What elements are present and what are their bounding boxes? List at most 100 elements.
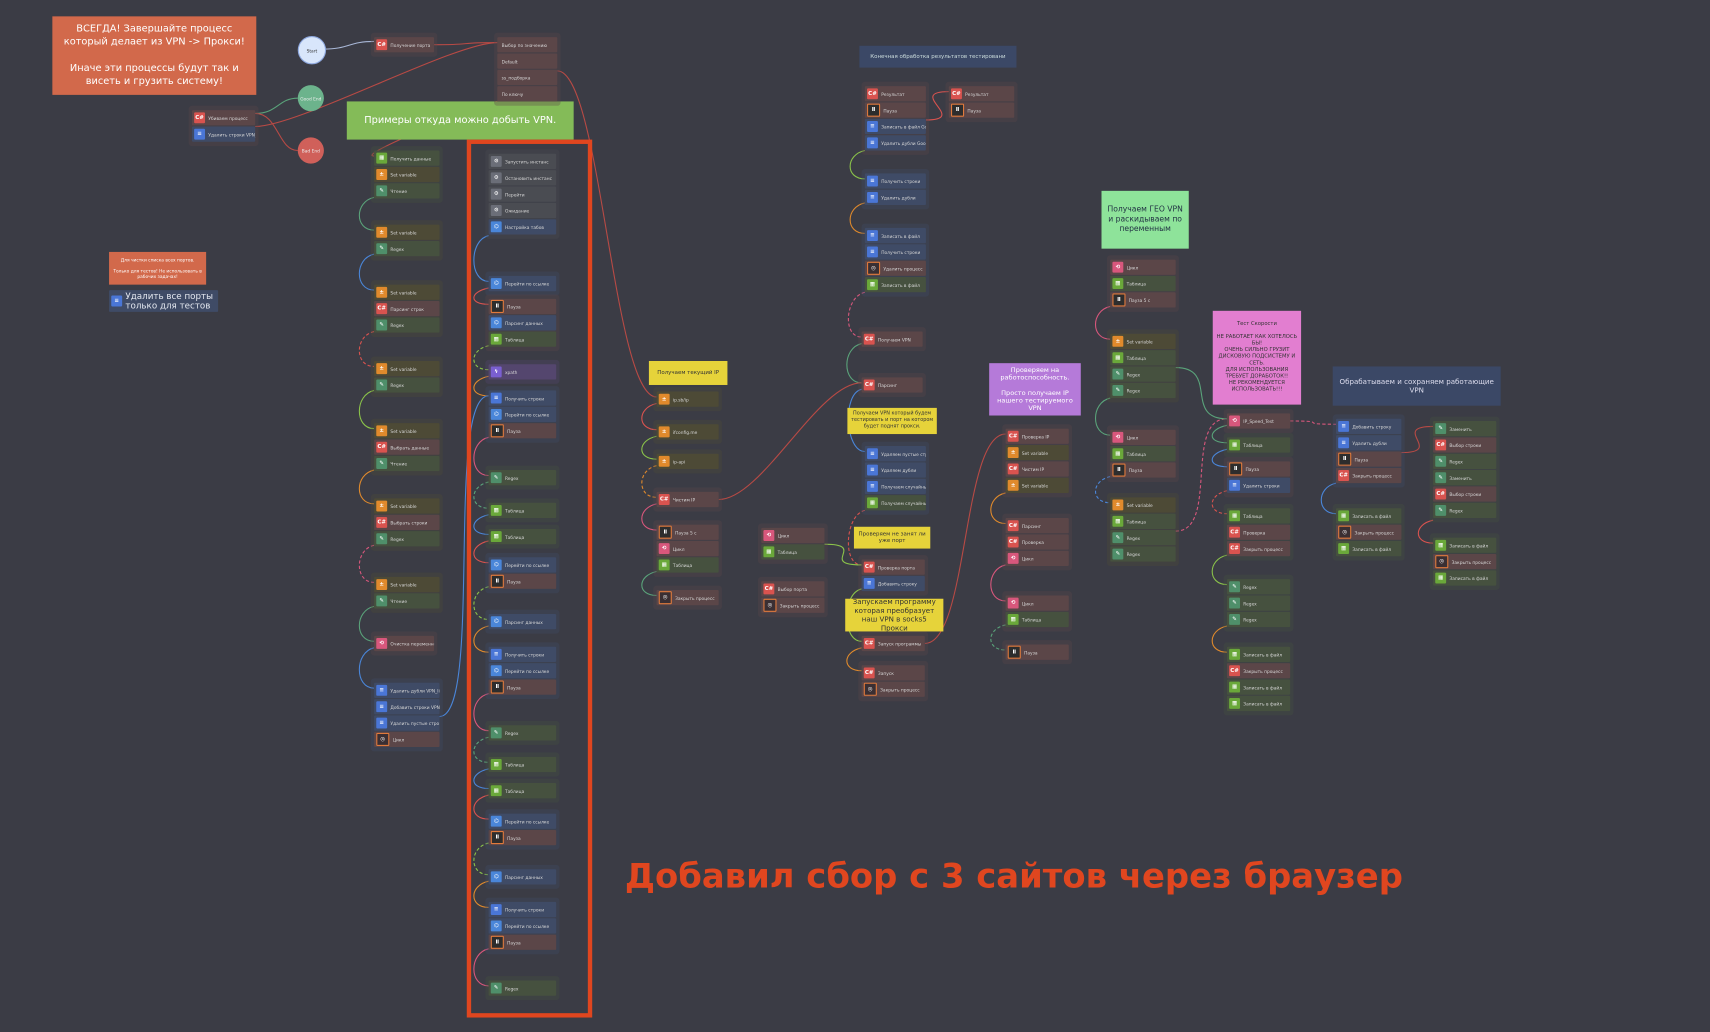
action-node[interactable]: ⚙Ожидание [488, 202, 557, 219]
action-node[interactable]: ⌬Перейти по ссылке [488, 275, 557, 292]
action-node[interactable]: C#Выбор порта [761, 581, 825, 597]
action-node[interactable]: ≡Удалить дубли Good_VPN [864, 135, 926, 151]
action-node[interactable]: ±Set variable [1110, 333, 1176, 349]
action-node[interactable]: C#Убиваем процесс [191, 110, 256, 126]
action-node[interactable]: ⟲Цикл [1005, 550, 1069, 567]
action-group[interactable]: C#Выбор порта◎Закрыть процесс [757, 576, 828, 618]
action-node[interactable]: C#Запуск [861, 665, 925, 681]
action-group[interactable]: ≡Удалить дубли VPN_list≡Добавить строки … [370, 678, 443, 752]
action-node[interactable]: C#Проверка порта [861, 559, 925, 575]
action-node[interactable]: ≡Добавить строку [1335, 418, 1402, 435]
action-group[interactable]: ⟲Цикл▦Таблица [757, 523, 828, 564]
action-node[interactable]: ±Set variable [1005, 444, 1069, 461]
action-node[interactable]: C#Закрыть процесс [1335, 467, 1402, 484]
action-group[interactable]: ▦Таблица [485, 752, 560, 777]
action-node[interactable]: ◎Закрыть процесс [1433, 554, 1497, 570]
action-node[interactable]: ⟲Цикл [761, 527, 825, 544]
action-node[interactable]: ✎Чтение [374, 183, 440, 199]
action-node[interactable]: ≡Записать в файл [864, 227, 926, 244]
action-node[interactable]: ⟲Цикл [1110, 429, 1176, 445]
action-node[interactable]: ▦Получить данные [374, 150, 440, 166]
action-group[interactable]: ✎Regex [485, 976, 560, 1001]
action-node[interactable]: ≡Получаем случайный VPN [864, 478, 926, 495]
action-node[interactable]: По ключу [497, 86, 558, 102]
action-node[interactable]: ≡Записать в файл Good_VPN [864, 118, 926, 135]
action-node[interactable]: ≡Удалить строки VPN_рабочие [191, 126, 256, 142]
action-node[interactable]: ▦Таблица [488, 783, 557, 799]
action-node[interactable]: ✎Regex [1110, 366, 1176, 382]
action-node[interactable]: ✎Regex [1433, 502, 1497, 519]
action-node[interactable]: ±Set variable [374, 360, 440, 377]
action-node[interactable]: ✎Regex [374, 317, 440, 333]
start-node[interactable]: Start [297, 35, 327, 65]
action-group[interactable]: ▦Записать в файл◎Закрыть процесс▦Записат… [1332, 503, 1405, 561]
action-node[interactable]: ⌬Перейти по ссылке [488, 813, 557, 829]
action-node[interactable]: ≡Добавить строки VPN_list [374, 699, 440, 715]
action-node[interactable]: ⚙Остановить инстанс [488, 170, 557, 186]
action-group[interactable]: ≡Получить строки≡Удалить дубли [861, 169, 930, 210]
action-node[interactable]: ±Set variable [374, 284, 440, 300]
action-node[interactable]: ▦Таблица [761, 544, 825, 560]
action-node[interactable]: ⌬Парсинг данных [488, 869, 557, 885]
action-node[interactable]: ≡Получить строки [488, 901, 557, 918]
action-node[interactable]: Выбор по значению [497, 37, 558, 53]
action-node[interactable]: ◎Закрыть процесс [861, 681, 925, 697]
action-node[interactable]: ◎Закрыть процесс [761, 597, 825, 613]
action-node[interactable]: ◎Цикл [374, 731, 440, 748]
action-node[interactable]: ±Set variable [1110, 497, 1176, 513]
action-node[interactable]: C#Результат [948, 86, 1015, 102]
action-node[interactable]: ▦Записать в файл [1226, 679, 1291, 695]
action-node[interactable]: ≡Удалить дубли VPN_list [374, 682, 440, 698]
action-node[interactable]: ✎Regex [1226, 579, 1291, 595]
action-node[interactable]: ▦Таблица [1110, 275, 1176, 292]
action-node[interactable]: ✎Regex [488, 470, 557, 486]
action-node[interactable]: C#Закрыть процесс [1226, 540, 1291, 557]
action-node[interactable]: ✎Regex [1226, 611, 1291, 628]
action-group[interactable]: ▦Таблица [1223, 432, 1294, 457]
action-node[interactable]: C#Проверка IP [1005, 428, 1069, 444]
action-node[interactable]: C#Результат [864, 86, 926, 102]
action-node[interactable]: C#Выбрать строки [374, 514, 440, 531]
action-node[interactable]: ±Set variable [374, 224, 440, 240]
action-group[interactable]: ◎Закрыть процесс [653, 585, 722, 610]
action-node[interactable]: ◎Удалить процесс [864, 260, 926, 276]
action-node[interactable]: ✎Чтение [374, 593, 440, 609]
action-node[interactable]: ±Set variable [1005, 477, 1069, 493]
action-group[interactable]: ±Set variable✎Regex [370, 220, 443, 261]
action-node[interactable]: C#Запуск программы [861, 635, 925, 652]
action-node[interactable]: C#Чистим IP [656, 491, 719, 508]
action-node[interactable]: ▦Записать в файл [1226, 695, 1291, 712]
action-node[interactable]: ⟲IP_Speed_Test [1226, 413, 1291, 429]
action-group[interactable]: ≡Удаляем пустые строки≡Удаляем дубли≡Пол… [861, 441, 930, 515]
good-end-node[interactable]: Good End [297, 85, 324, 112]
action-node[interactable]: ✎Regex [374, 241, 440, 257]
action-node[interactable]: ⚙Запустить инстанс [488, 153, 557, 170]
action-node[interactable]: C#Парсинг строк [374, 301, 440, 317]
action-node[interactable]: ≡Удаляем пустые строки [864, 446, 926, 462]
action-node[interactable]: Default [497, 53, 558, 69]
action-node[interactable]: C#Выбор строки [1433, 486, 1497, 502]
action-group[interactable]: ⌬Парсинг данных [485, 609, 560, 634]
action-node[interactable]: ▦Записать в файл [1335, 540, 1402, 557]
action-node[interactable]: ⌬Перейти по ссылке [488, 406, 557, 423]
action-node[interactable]: ▦Получаем случайный порт [864, 495, 926, 511]
action-node[interactable]: C#Получаем VPN [861, 331, 923, 347]
action-node[interactable]: ⌬Парсинг данных [488, 315, 557, 331]
action-node[interactable]: ▦Записать в файл [1433, 570, 1497, 586]
action-group[interactable]: ⌬Перейти по ссылке [485, 271, 560, 296]
